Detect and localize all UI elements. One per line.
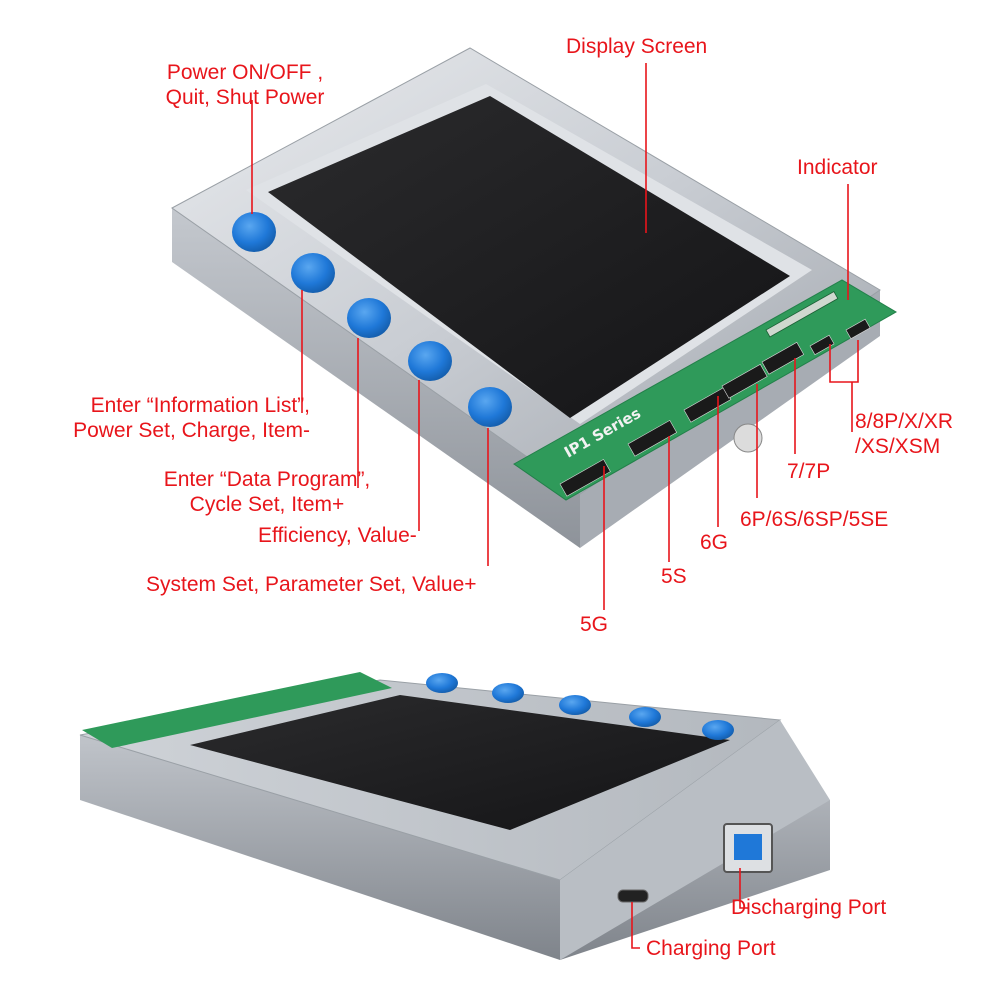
efficiency-button-label: Efficiency, Value- [258, 524, 417, 547]
info-button-label: Enter “Information List”, Power Set, Cha… [44, 393, 310, 443]
leader-8 [829, 340, 859, 432]
bottom-device [79, 672, 830, 960]
charging-port-label: Charging Port [646, 937, 776, 960]
port-8-label-line2: /XS/XSM [855, 435, 941, 458]
connector-xs [845, 318, 871, 340]
info-label-line1: Enter “Information List”, [90, 394, 310, 417]
indicator-led-strip [765, 291, 839, 338]
port-8-label-line1: 8/8P/X/XR [855, 410, 954, 433]
button-3-bottom[interactable] [559, 695, 591, 715]
button-5-bottom[interactable] [702, 720, 734, 740]
usb-port-insert [734, 834, 762, 860]
bottom-display-screen [190, 695, 730, 830]
bottom-buttons [426, 673, 734, 740]
leader-lines [251, 63, 859, 949]
leader-charging [631, 902, 640, 949]
top-device-side [172, 208, 580, 548]
top-device: IP1 Series [171, 47, 897, 548]
port-5g-label: 5G [580, 613, 609, 636]
connector-8 [809, 334, 835, 356]
button-info-top[interactable] [291, 253, 335, 293]
button-data-top[interactable] [347, 298, 391, 338]
connector-6p [721, 363, 768, 399]
power-button-label: Power ON/OFF , Quit, Shut Power [130, 60, 360, 110]
port-5s-label: 5S [661, 565, 687, 588]
button-efficiency-top[interactable] [408, 341, 452, 381]
discharging-port-label: Discharging Port [731, 896, 887, 919]
connector-7 [761, 341, 805, 375]
micro-usb-charging-port [617, 889, 649, 903]
button-power-top[interactable] [232, 212, 276, 252]
bottom-pcb [82, 672, 392, 748]
pcb-board [513, 279, 897, 501]
display-screen [268, 96, 790, 418]
power-label-line1: Power ON/OFF , [166, 61, 324, 84]
button-system-top[interactable] [468, 387, 512, 427]
leader-discharging [739, 868, 748, 909]
port-8-label: 8/8P/X/XR /XS/XSM [855, 409, 953, 459]
data-label-line2: Cycle Set, Item+ [189, 493, 345, 516]
connector-5g [559, 458, 611, 497]
button-4-bottom[interactable] [629, 707, 661, 727]
indicator-label: Indicator [797, 156, 878, 179]
rotary-dial [733, 423, 763, 453]
power-label-line2: Quit, Shut Power [165, 86, 325, 109]
top-buttons [232, 212, 512, 427]
button-1-bottom[interactable] [426, 673, 458, 693]
data-button-label: Enter “Data Program”, Cycle Set, Item+ [140, 467, 394, 517]
button-2-bottom[interactable] [492, 683, 524, 703]
info-label-line2: Power Set, Charge, Item- [73, 419, 310, 442]
connector-5s [627, 419, 678, 457]
port-6g-label: 6G [700, 531, 729, 554]
data-label-line1: Enter “Data Program”, [163, 468, 371, 491]
port-7-label: 7/7P [787, 460, 831, 483]
pcb-connectors [559, 318, 871, 497]
port-6p-label: 6P/6S/6SP/5SE [740, 508, 889, 531]
system-button-label: System Set, Parameter Set, Value+ [146, 573, 477, 596]
display-screen-label: Display Screen [566, 35, 708, 58]
